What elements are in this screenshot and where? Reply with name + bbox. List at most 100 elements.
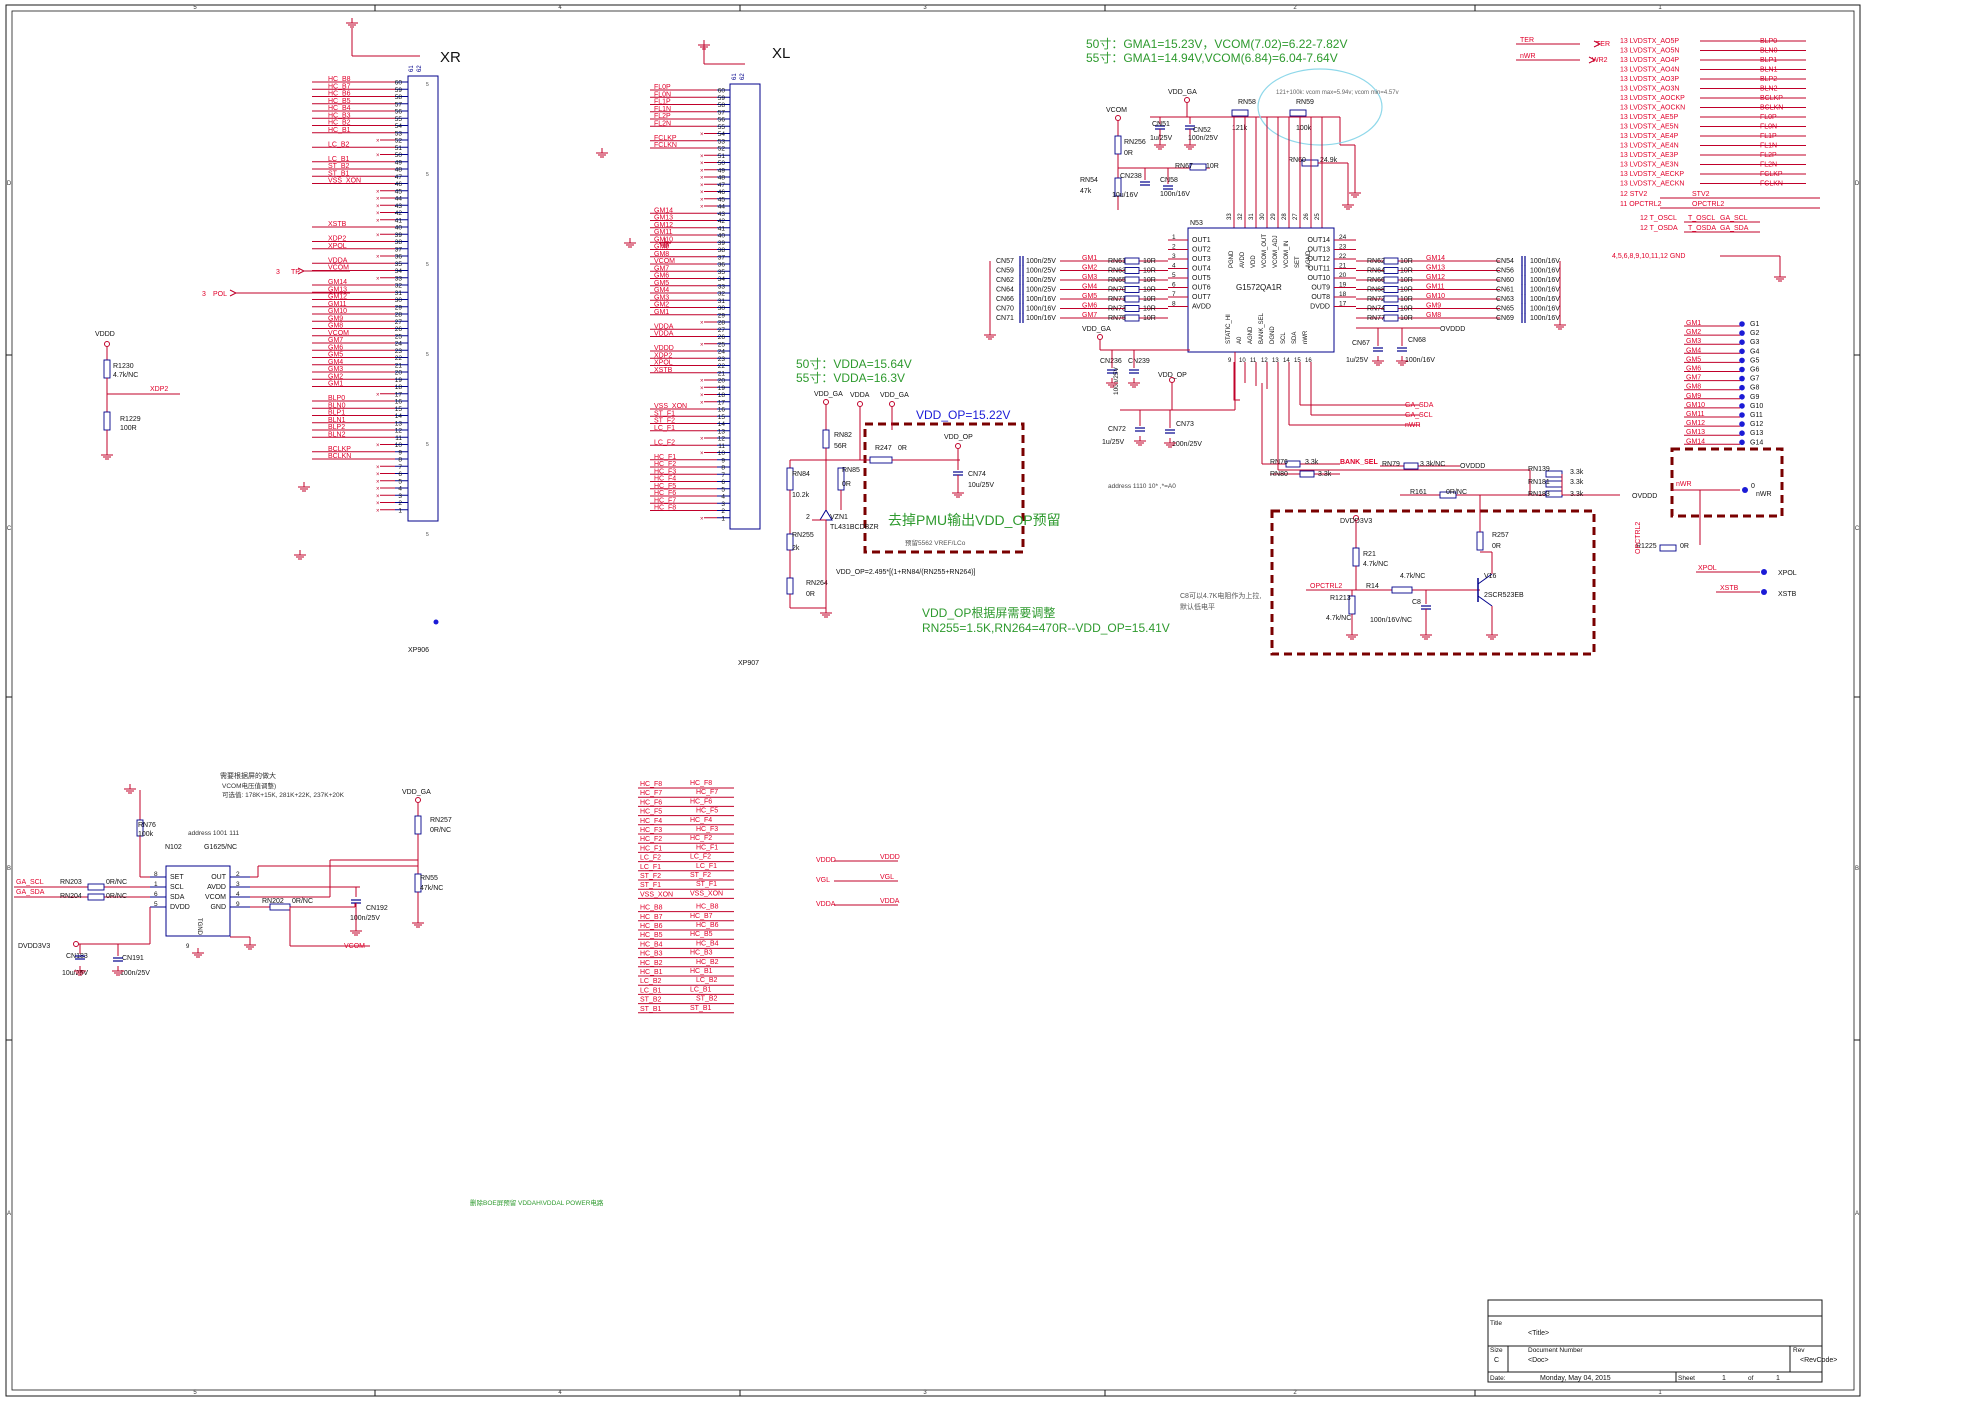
- label: CN238: [1120, 173, 1142, 180]
- label: GA_SDA: [1405, 402, 1434, 409]
- no-connect-icon: ×: [376, 139, 380, 145]
- label: 47k: [1080, 188, 1092, 195]
- gamma-resistor: [1124, 295, 1140, 303]
- label: GA_SDA: [1720, 225, 1749, 232]
- pin-number: 18: [395, 384, 403, 391]
- net-label: HC_B4: [328, 105, 351, 112]
- label: G6: [1750, 367, 1759, 374]
- label: ST_B1: [690, 1005, 712, 1012]
- label: 10u/16V: [1112, 192, 1138, 199]
- net-label: LC_F1: [654, 425, 675, 432]
- label: 100n/25V: [1188, 135, 1218, 142]
- label: OUT: [211, 874, 227, 881]
- pin-number: 22: [395, 355, 403, 362]
- pin-number: 42: [718, 218, 726, 225]
- pin-number: 34: [718, 276, 726, 283]
- label: BANK_SEL: [1259, 312, 1265, 344]
- rn256-resistor: [1114, 135, 1122, 155]
- label: XSTB: [1720, 585, 1739, 592]
- label: CN69: [1496, 315, 1514, 322]
- label: 0R/NC: [1446, 489, 1467, 496]
- label: OUT12: [1307, 256, 1330, 263]
- label: 0R: [1680, 543, 1689, 550]
- label: 100k: [1296, 125, 1312, 132]
- net-label: GM6: [328, 344, 343, 351]
- label: CN65: [1496, 306, 1514, 313]
- pin-number: 43: [718, 211, 726, 218]
- pin-number: 38: [718, 247, 726, 254]
- label: VCOM: [344, 943, 365, 950]
- label: 0R: [842, 481, 851, 488]
- label: 删除BOE屏预留 VDDAH\VDDAL POWER电路: [470, 1198, 604, 1207]
- label: CN52: [1193, 127, 1211, 134]
- pin-number: 10: [395, 442, 403, 449]
- label: HC_B7: [690, 913, 713, 920]
- pin-number: 7: [721, 472, 725, 479]
- label: SET: [1295, 256, 1301, 268]
- connector-xl-body: [729, 83, 761, 530]
- label: RN76: [138, 822, 156, 829]
- label: OUT4: [1192, 266, 1211, 273]
- label: 2: [1172, 244, 1176, 251]
- rn67-resistor: [1189, 163, 1207, 171]
- label: 100R: [120, 425, 137, 432]
- net-label: GM13: [328, 286, 347, 293]
- dvdd-port: [73, 941, 79, 947]
- label: GM4: [1686, 347, 1701, 354]
- label: T_OSDA: [1688, 225, 1716, 232]
- no-connect-icon: ×: [700, 197, 704, 203]
- net-label: FL0P: [654, 84, 671, 91]
- tick: 5: [426, 172, 429, 178]
- label: 1: [1722, 1375, 1726, 1382]
- pin-number: 28: [395, 312, 403, 319]
- label: RN66: [1367, 277, 1385, 284]
- label: HC_F6: [640, 799, 662, 806]
- net-label: HC_F2: [654, 461, 676, 468]
- test-point-icon: [1739, 348, 1745, 355]
- test-point-icon: [1739, 321, 1745, 327]
- label: 0R/NC: [106, 879, 127, 886]
- test-point-icon: [1739, 366, 1745, 373]
- pin-number: 51: [395, 145, 403, 152]
- gamma-note: 50寸：GMA1=15.23V，VCOM(7.02)=6.22-7.82V: [1086, 37, 1347, 51]
- arrow-icon: [1588, 56, 1597, 64]
- label: 18: [1339, 291, 1347, 298]
- label: 3.3k: [1570, 491, 1584, 498]
- label: RN75: [1108, 315, 1126, 322]
- net-label: BLN0: [328, 402, 346, 409]
- net-label: GM7: [328, 337, 343, 344]
- pin-number: 32: [718, 291, 726, 298]
- label: GM8: [1426, 312, 1441, 319]
- rn264-resistor: [786, 577, 794, 595]
- label: HC_F3: [640, 827, 662, 834]
- label: OPCTRL2: [1692, 201, 1724, 208]
- label: 121+100k: vcom max=5.94v; vcom min=4.57v: [1276, 90, 1399, 96]
- net-label: GM3: [654, 294, 669, 301]
- pin-number: 55: [718, 124, 726, 131]
- label: RN79: [1382, 461, 1400, 468]
- label: PGND: [1229, 250, 1235, 268]
- label: OUT9: [1311, 285, 1330, 292]
- label: HC_B6: [696, 922, 719, 929]
- frame-col-label: 4: [558, 5, 562, 11]
- no-connect-icon: ×: [376, 153, 380, 159]
- label: HC_B5: [640, 932, 663, 939]
- net-label: GM6: [654, 273, 669, 280]
- label: 0R/NC: [292, 898, 313, 905]
- label: 4.7k/NC: [1363, 561, 1388, 568]
- label: RN64: [1367, 268, 1385, 275]
- label: TL431BCDBZR: [830, 524, 879, 531]
- label: GM12: [1686, 420, 1705, 427]
- label: 10R: [1143, 258, 1156, 265]
- label: RN85: [842, 467, 860, 474]
- frame-col-label: 5: [193, 5, 197, 11]
- label: GM10: [1686, 402, 1705, 409]
- label: AVDD: [1240, 251, 1246, 268]
- net-label: ST_B2: [328, 163, 350, 170]
- net-label: GM9: [654, 244, 669, 251]
- pin-number: 36: [718, 262, 726, 269]
- pin-number: 55: [395, 116, 403, 123]
- pin-number: 39: [718, 240, 726, 247]
- net-label: GM1: [654, 309, 669, 316]
- label: VDD_GA: [1168, 89, 1197, 96]
